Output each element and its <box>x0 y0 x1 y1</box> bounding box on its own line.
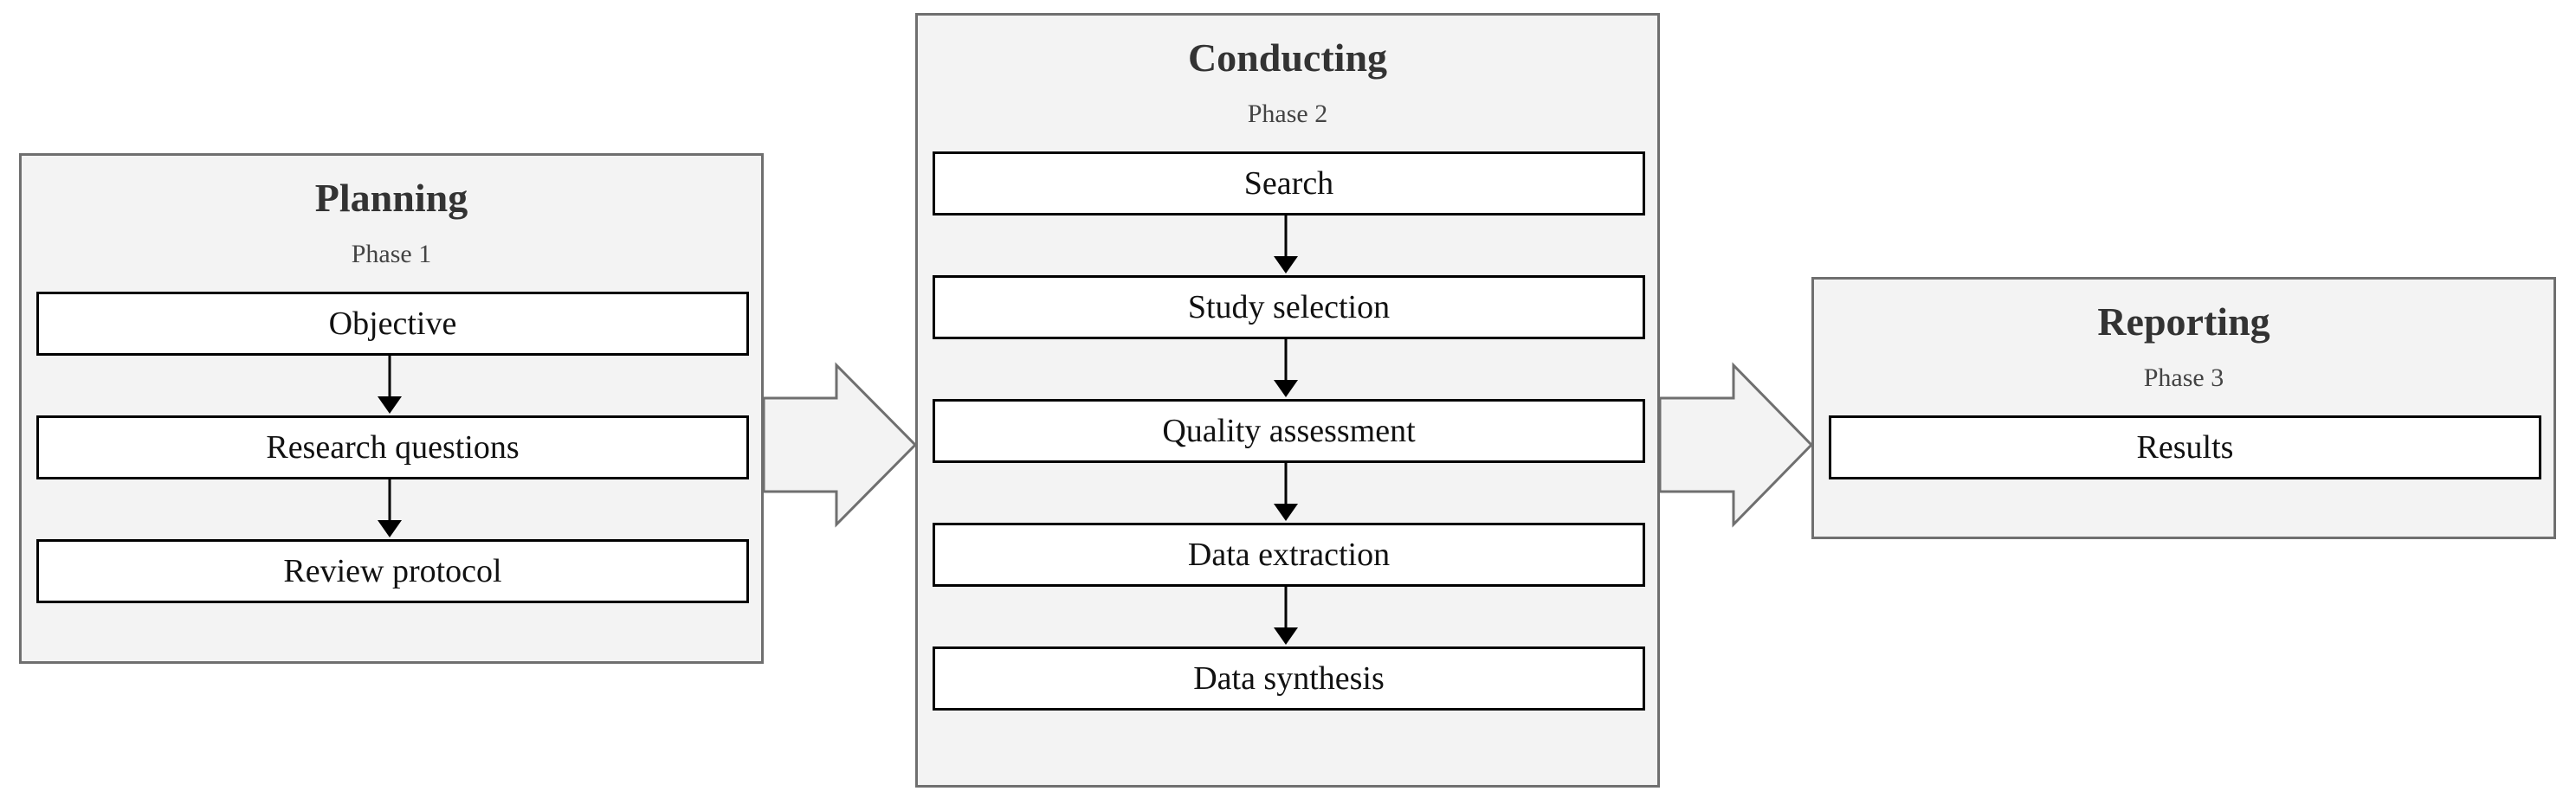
phase-conducting-panel: Conducting Phase 2 Search Study selectio… <box>915 13 1660 788</box>
arrowhead-icon <box>1274 627 1298 645</box>
phase-reporting-panel: Reporting Phase 3 Results <box>1811 277 2556 539</box>
arrowhead-icon <box>1274 504 1298 521</box>
step-quality-assessment: Quality assessment <box>933 399 1645 463</box>
block-arrow-planning-to-conducting <box>762 362 918 528</box>
step-research-questions: Research questions <box>36 415 749 479</box>
arrowhead-icon <box>378 396 402 414</box>
phase-planning-subtitle: Phase 1 <box>351 240 432 268</box>
step-objective: Objective <box>36 292 749 356</box>
step-data-extraction: Data extraction <box>933 523 1645 587</box>
phase-conducting-subtitle: Phase 2 <box>1247 100 1328 128</box>
arrowhead-icon <box>1274 380 1298 397</box>
conducting-step-arrows <box>1274 215 1298 645</box>
phase-planning-title: Planning <box>314 176 468 220</box>
step-data-synthesis: Data synthesis <box>933 646 1645 711</box>
block-arrow-conducting-to-reporting <box>1658 362 1814 528</box>
phase-conducting-title: Conducting <box>1187 35 1388 80</box>
planning-step-arrows <box>378 356 402 537</box>
step-study-selection: Study selection <box>933 275 1645 339</box>
step-search: Search <box>933 151 1645 215</box>
arrowhead-icon <box>378 520 402 537</box>
phase-reporting-subtitle: Phase 3 <box>2143 363 2224 392</box>
arrowhead-icon <box>1274 256 1298 273</box>
step-review-protocol: Review protocol <box>36 539 749 603</box>
phase-reporting-title: Reporting <box>2097 299 2270 344</box>
phase-planning-panel: Planning Phase 1 Objective Research ques… <box>19 153 764 664</box>
step-results: Results <box>1829 415 2541 479</box>
